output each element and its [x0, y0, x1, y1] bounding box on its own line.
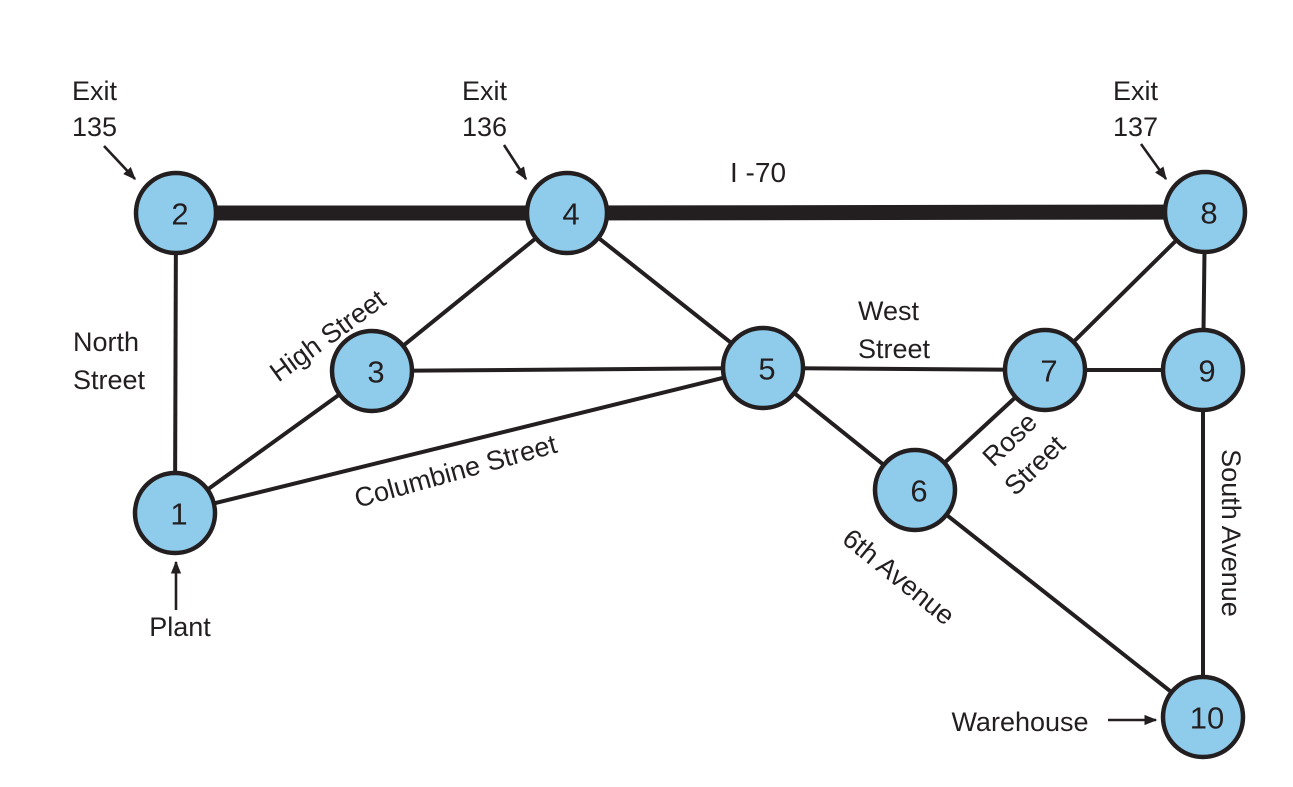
node-10-circle	[1160, 674, 1246, 760]
node-4-circle	[524, 170, 610, 256]
node-1-number: 1	[170, 497, 187, 532]
node-3-number: 3	[367, 355, 384, 390]
node-8-circle	[1162, 169, 1248, 255]
edge-6-10	[913, 488, 1205, 719]
node-2-circle	[133, 170, 219, 256]
node-5: 5	[720, 325, 806, 411]
node-1-circle	[132, 470, 218, 556]
edge-1-2-north-street	[173, 212, 178, 514]
node-7: 7	[1002, 327, 1088, 413]
node-10-number: 10	[1190, 701, 1224, 736]
label-south-avenue: South Avenue	[1216, 449, 1246, 617]
edge-4-8-i-70	[566, 204, 1206, 221]
node-5-number: 5	[758, 352, 775, 387]
label-warehouse: Warehouse	[951, 707, 1088, 737]
node-1: 1	[132, 470, 218, 556]
node-9: 9	[1160, 327, 1246, 413]
node-3-circle	[329, 328, 415, 414]
node-7-number: 7	[1040, 354, 1057, 389]
node-4: 4	[524, 170, 610, 256]
node-8-number: 8	[1200, 196, 1217, 231]
node-9-number: 9	[1198, 354, 1215, 389]
node-3: 3	[329, 328, 415, 414]
node-5-circle	[720, 325, 806, 411]
edge-5-7-west-street	[762, 366, 1046, 372]
node-8: 8	[1162, 169, 1248, 255]
node-2-number: 2	[171, 197, 188, 232]
label-i-70: I -70	[730, 157, 786, 188]
node-2: 2	[133, 170, 219, 256]
node-9-circle	[1160, 327, 1246, 413]
node-6-circle	[872, 447, 958, 533]
arrow-exit-137-to-node-8	[1139, 143, 1168, 181]
arrow-exit-135-to-node-2	[103, 145, 136, 180]
node-7-circle	[1002, 327, 1088, 413]
label-plant: Plant	[149, 612, 211, 642]
edge-1-5-columbine-street	[174, 366, 764, 515]
node-6: 6	[872, 447, 958, 533]
edge-3-5	[371, 366, 764, 373]
node-4-number: 4	[562, 197, 579, 232]
arrow-exit-136-to-node-4	[502, 144, 528, 181]
node-6-number: 6	[910, 474, 927, 509]
node-10: 10	[1160, 674, 1246, 760]
